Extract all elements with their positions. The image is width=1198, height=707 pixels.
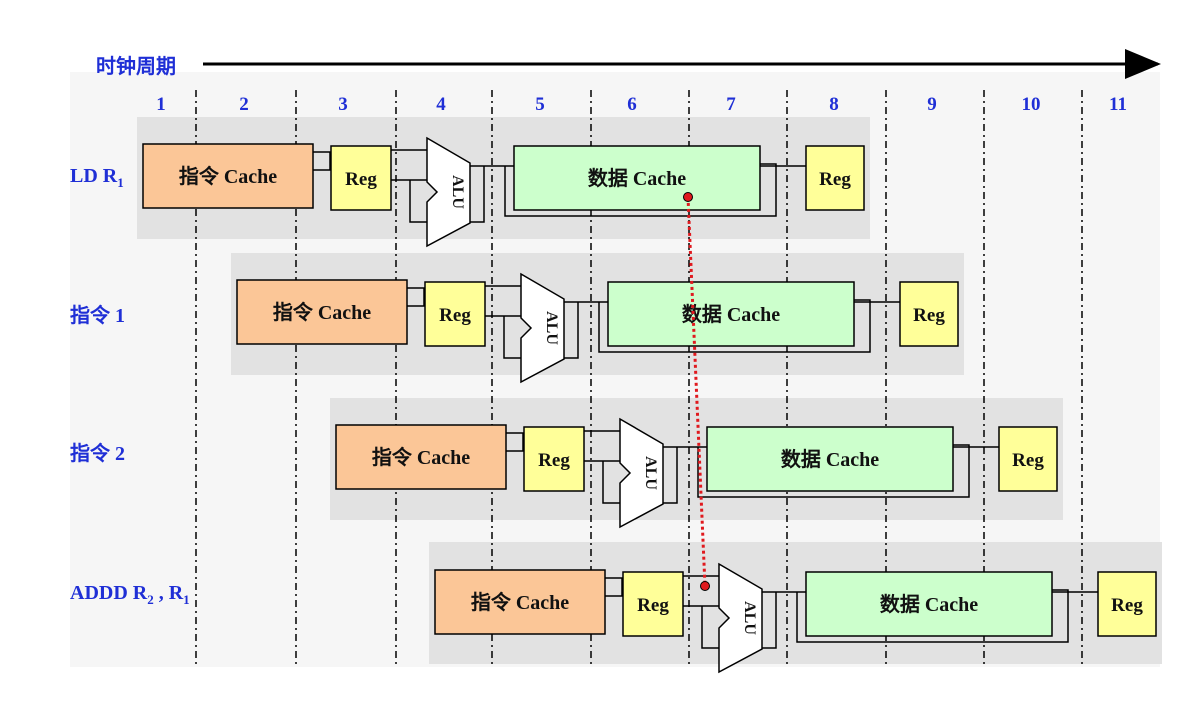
- cycle-number: 6: [627, 94, 637, 115]
- register-write-stage: [1097, 571, 1157, 637]
- forwarding-target-dot: [700, 581, 710, 591]
- cycle-number: 3: [338, 94, 348, 115]
- data-cache-label: 数据 Cache: [588, 166, 686, 190]
- register-read-stage: [330, 145, 392, 211]
- register-write-stage: [899, 281, 959, 347]
- instruction-cache-stage: [335, 424, 507, 490]
- alu-stage: [426, 136, 471, 248]
- instruction-cache-stage: [142, 143, 314, 209]
- register-read-stage: [622, 571, 684, 637]
- connector: [313, 151, 331, 171]
- connector: [796, 589, 1069, 643]
- register-read-stage: [424, 281, 486, 347]
- data-cache-label: 数据 Cache: [682, 302, 780, 326]
- register-label: Reg: [913, 305, 945, 326]
- cycle-number: 2: [239, 94, 249, 115]
- register-label: Reg: [1012, 450, 1044, 471]
- row-label-addd: ADDD R2 , R1: [70, 582, 190, 607]
- row-label-instr2: 指令 2: [70, 443, 125, 465]
- cycle-number: 5: [535, 94, 545, 115]
- row-label-instr1: 指令 1: [70, 305, 125, 327]
- register-write-stage: [998, 426, 1058, 492]
- connector: [506, 432, 524, 452]
- register-read-stage: [523, 426, 585, 492]
- alu-label: ALU: [449, 175, 466, 209]
- cycle-number: 4: [436, 94, 446, 115]
- instruction-cache-stage: [236, 279, 408, 345]
- connector: [407, 287, 425, 307]
- forwarding-source-dot: [683, 192, 693, 202]
- register-label: Reg: [819, 169, 851, 190]
- register-label: Reg: [538, 450, 570, 471]
- data-cache-label: 数据 Cache: [880, 592, 978, 616]
- connector: [605, 577, 623, 597]
- alu-label: ALU: [543, 311, 560, 345]
- cycle-number: 7: [726, 94, 736, 115]
- register-label: Reg: [345, 169, 377, 190]
- register-label: Reg: [637, 595, 669, 616]
- data-cache-stage: [805, 571, 1053, 637]
- alu-stage: [520, 272, 565, 384]
- connector: [697, 444, 970, 498]
- instruction-cache-label: 指令 Cache: [471, 590, 569, 614]
- connector: [598, 299, 871, 353]
- cycle-number: 10: [1021, 94, 1041, 115]
- instruction-cache-label: 指令 Cache: [273, 300, 371, 324]
- register-write-stage: [805, 145, 865, 211]
- row-label-ld: LD R1: [70, 165, 124, 190]
- instruction-cache-stage: [434, 569, 606, 635]
- register-label: Reg: [1111, 595, 1143, 616]
- clock-cycle-label: 时钟周期: [96, 56, 176, 78]
- data-cache-stage: [706, 426, 954, 492]
- connector: [504, 163, 777, 217]
- data-cache-stage: [513, 145, 761, 211]
- register-label: Reg: [439, 305, 471, 326]
- forwarding-path: [686, 196, 707, 587]
- cycle-number: 9: [927, 94, 937, 115]
- data-cache-label: 数据 Cache: [781, 447, 879, 471]
- alu-label: ALU: [642, 456, 659, 490]
- alu-stage: [718, 562, 763, 674]
- instruction-cache-label: 指令 Cache: [179, 164, 277, 188]
- cycle-number: 1: [156, 94, 166, 115]
- alu-stage: [619, 417, 664, 529]
- cycle-number: 8: [829, 94, 839, 115]
- cycle-number: 11: [1109, 94, 1127, 115]
- instruction-cache-label: 指令 Cache: [372, 445, 470, 469]
- alu-label: ALU: [741, 601, 758, 635]
- data-cache-stage: [607, 281, 855, 347]
